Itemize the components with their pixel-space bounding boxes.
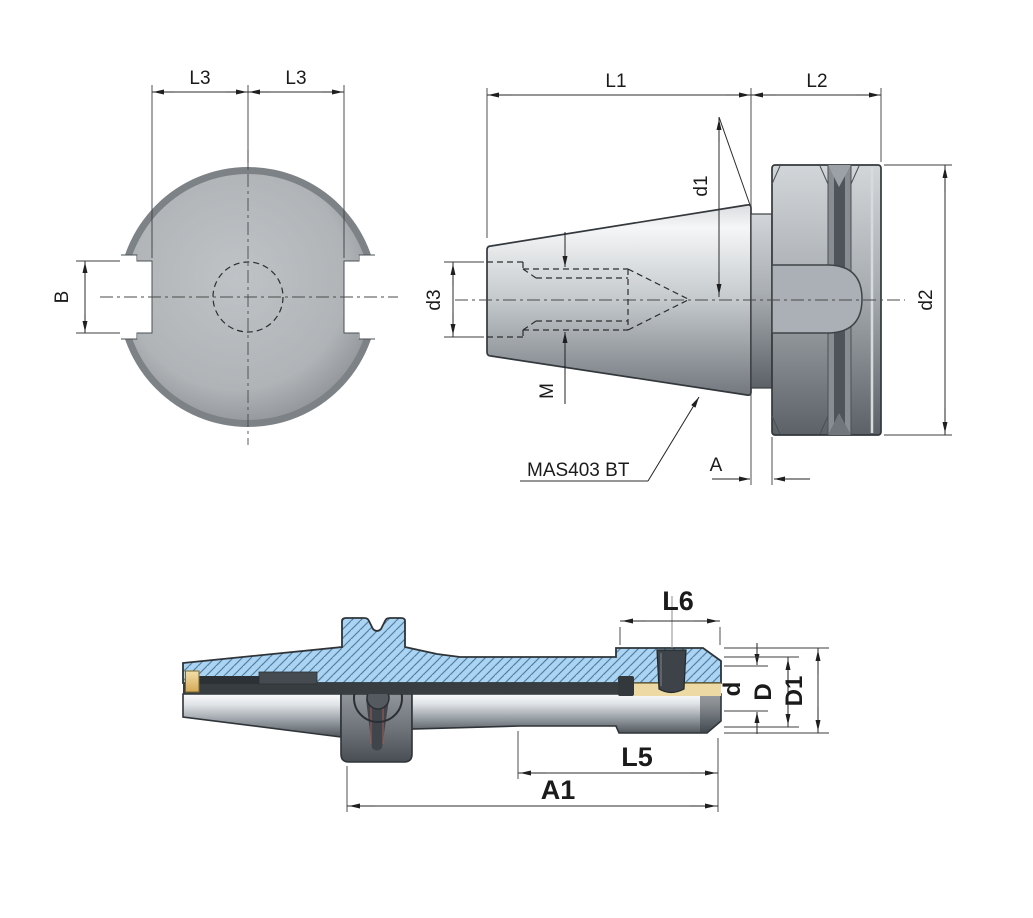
label-l2: L2 — [806, 71, 827, 92]
label-d2: d2 — [916, 289, 937, 310]
end-view: L3 L3 B — [52, 68, 398, 445]
dim-d1-cap: D1 — [724, 647, 829, 734]
side-view: L1 L2 d1 d2 — [424, 71, 952, 485]
label-d1: d1 — [691, 175, 712, 196]
label-d: d — [719, 682, 746, 697]
nose-shadow — [700, 694, 721, 733]
flange-pocket-rings — [353, 694, 403, 723]
dim-l5: L5 — [517, 731, 719, 812]
dim-l3: L3 L3 — [151, 68, 345, 258]
label-standard: MAS403 BT — [527, 460, 630, 481]
dim-d-cap: D — [724, 656, 799, 728]
dim-m: M — [537, 232, 568, 404]
label-l5: L5 — [621, 742, 653, 772]
label-b: B — [52, 291, 73, 304]
label-d3: d3 — [424, 289, 445, 310]
dim-l1: L1 — [486, 71, 752, 485]
label-a: A — [710, 455, 723, 476]
label-l1: L1 — [605, 71, 626, 92]
dim-a: A — [710, 437, 810, 485]
label-a1: A1 — [541, 775, 576, 805]
taper-lower — [182, 693, 342, 738]
gauge-neck — [750, 213, 773, 389]
dim-l6: L6 — [619, 586, 721, 645]
bore-strip — [183, 683, 633, 694]
label-m: M — [537, 383, 558, 399]
label-d1-cap: D1 — [781, 676, 808, 707]
dim-b: B — [52, 260, 120, 334]
label-l3-left: L3 — [189, 68, 210, 89]
dim-a1: A1 — [346, 766, 718, 812]
hidden-thread — [487, 261, 690, 338]
thread-insert — [185, 670, 200, 693]
drive-slot-left — [106, 254, 153, 340]
hidden-bore-circle — [212, 261, 284, 333]
drive-pocket — [771, 264, 863, 334]
label-l6: L6 — [662, 586, 694, 616]
dim-d2: d2 — [884, 164, 952, 436]
body-lower — [411, 693, 722, 734]
dim-d-small: d — [719, 643, 768, 734]
dim-d3: d3 — [424, 261, 484, 338]
dim-l2: L2 — [751, 71, 882, 162]
sleeve-cap — [618, 676, 634, 696]
label-d-cap: D — [750, 683, 777, 700]
section-hatched-body — [182, 617, 722, 684]
label-l3-right: L3 — [285, 68, 306, 89]
dim-d1: d1 — [691, 116, 751, 297]
standard-callout: MAS403 BT — [520, 396, 700, 482]
set-screw — [656, 596, 687, 694]
section-view: L6 d D D1 — [182, 586, 829, 812]
